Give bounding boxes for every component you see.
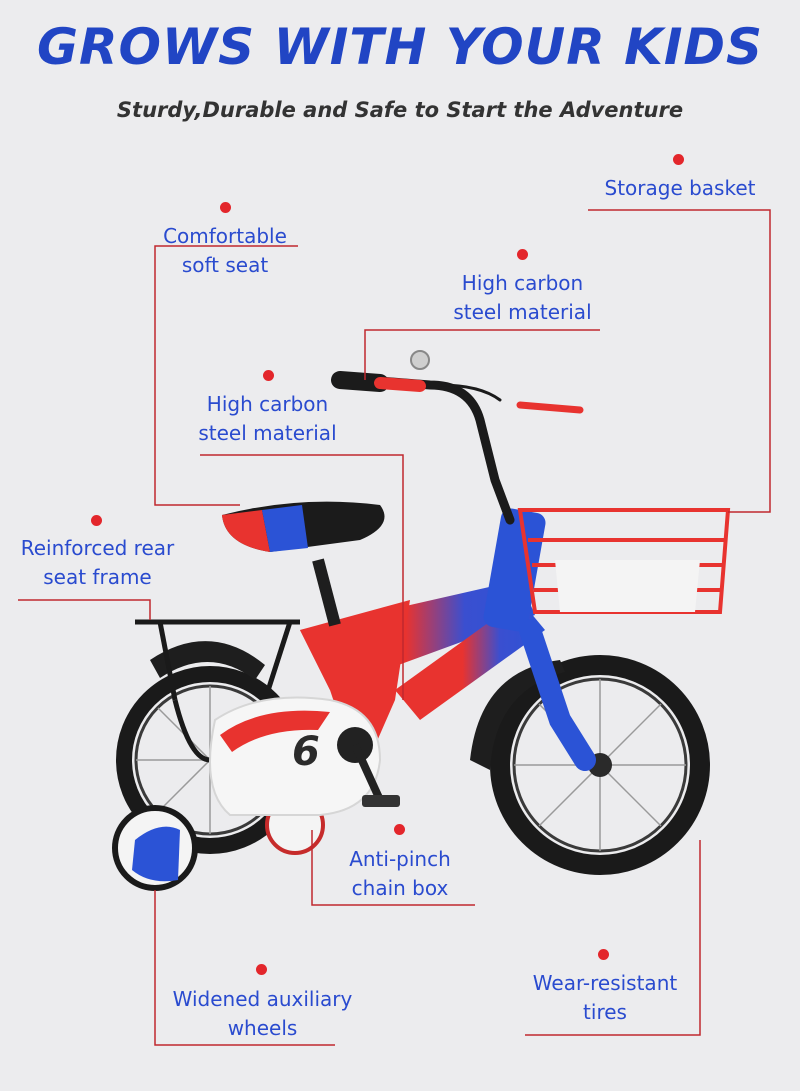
tires-label: Wear-resistant tires <box>515 969 695 1027</box>
chain-guard-logo: 6 <box>292 729 320 775</box>
rear-frame-line1: Reinforced rear <box>20 536 175 560</box>
storage-basket-marker <box>673 154 684 165</box>
rear-frame-line2: seat frame <box>43 565 152 589</box>
leader-lines <box>18 209 771 1046</box>
crank-pedal <box>337 727 400 807</box>
front-fender <box>470 660 565 770</box>
rear-frame-marker <box>91 515 102 526</box>
chain-guard: 6 <box>209 696 382 816</box>
storage-basket-label: Storage basket <box>590 174 770 203</box>
aux-wheels-marker <box>256 964 267 975</box>
page-title: GROWS WITH YOUR KIDS <box>36 18 764 76</box>
seat-label: Comfortable soft seat <box>150 222 300 280</box>
chain-box-marker <box>394 824 405 835</box>
handlebar-material-marker <box>517 249 528 260</box>
frame-material-label: High carbon steel material <box>185 390 350 448</box>
training-wheel <box>112 795 325 891</box>
seat-text-line2: soft seat <box>181 253 269 277</box>
aux-wheels-label: Widened auxiliary wheels <box>160 985 365 1043</box>
aux-wheels-line2: wheels <box>227 1016 298 1040</box>
tires-line2: tires <box>583 1000 627 1024</box>
page-subtitle: Sturdy,Durable and Safe to Start the Adv… <box>116 98 684 122</box>
frame-material-line1: High carbon <box>206 392 329 416</box>
seat-marker <box>220 202 231 213</box>
storage-basket-text: Storage basket <box>604 176 756 200</box>
handlebar-material-line2: steel material <box>453 300 592 324</box>
rear-fender <box>150 641 265 680</box>
seat-text-line1: Comfortable <box>163 224 287 248</box>
chain-box-label: Anti-pinch chain box <box>330 845 470 903</box>
handlebar <box>331 350 584 525</box>
front-basket <box>517 508 731 614</box>
chain-box-line2: chain box <box>351 876 449 900</box>
frame-material-line2: steel material <box>198 421 337 445</box>
rear-frame-label: Reinforced rear seat frame <box>5 534 190 592</box>
handlebar-material-line1: High carbon <box>461 271 584 295</box>
front-wheel <box>490 655 710 875</box>
handlebar-material-label: High carbon steel material <box>440 269 605 327</box>
rear-rack <box>135 619 300 763</box>
chain-box-line1: Anti-pinch <box>349 847 451 871</box>
aux-wheels-line1: Widened auxiliary <box>172 987 353 1011</box>
tires-line1: Wear-resistant <box>532 971 678 995</box>
frame-material-marker <box>263 370 274 381</box>
bike-seat <box>222 501 385 627</box>
tires-marker <box>598 949 609 960</box>
